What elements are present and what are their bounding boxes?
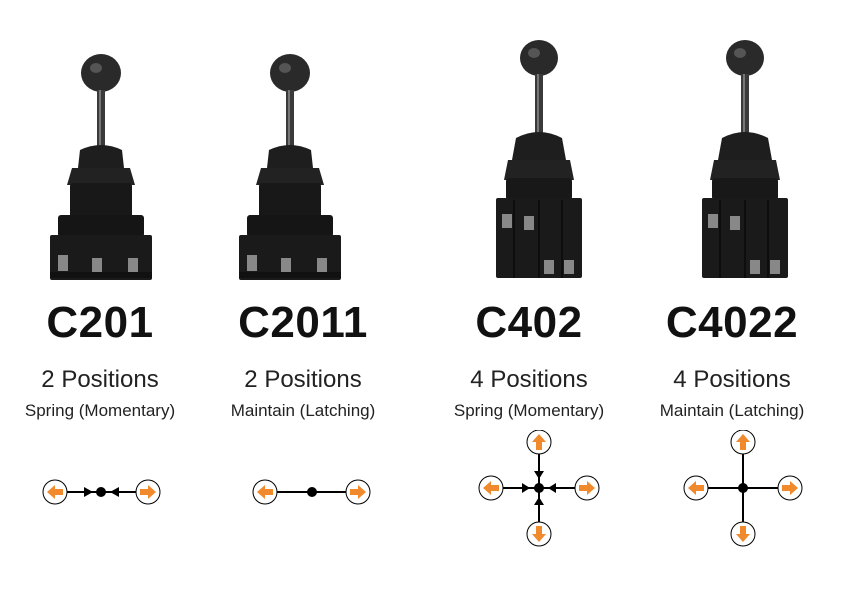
direction-diagram-2way-maintain — [252, 479, 371, 505]
positions-label: 2 Positions — [41, 366, 159, 393]
model-number: C201 — [46, 298, 154, 347]
direction-diagram-2way-spring — [42, 479, 161, 505]
joystick-switch-image — [239, 54, 341, 280]
arrow-up-icon — [730, 430, 756, 455]
positions-label: 4 Positions — [673, 366, 791, 393]
arrow-right-icon — [135, 479, 161, 505]
arrow-left-icon — [478, 475, 504, 501]
arrow-down-icon — [526, 521, 552, 547]
mode-label: Maintain (Latching) — [659, 401, 805, 420]
product-c201: C201 2 Positions Spring (Momentary) — [0, 0, 200, 595]
arrow-left-icon — [42, 479, 68, 505]
arrow-left-icon — [252, 479, 278, 505]
positions-label: 4 Positions — [470, 366, 588, 393]
arrow-left-icon — [683, 475, 709, 501]
mode-label: Spring (Momentary) — [453, 401, 605, 420]
arrow-right-icon — [574, 475, 600, 501]
arrow-down-icon — [730, 521, 756, 547]
product-c2011: C2011 2 Positions Maintain (Latching) — [203, 0, 403, 595]
arrow-right-icon — [777, 475, 803, 501]
model-number: C4022 — [665, 298, 799, 347]
model-number: C402 — [475, 298, 583, 347]
arrow-up-icon — [526, 430, 552, 455]
direction-diagram-4way-spring — [478, 430, 600, 547]
product-c4022: C4022 4 Positions Maintain (Latching) — [632, 0, 832, 595]
joystick-switch-image — [50, 54, 152, 280]
joystick-switch-image — [496, 40, 582, 278]
arrow-right-icon — [345, 479, 371, 505]
joystick-switch-image — [702, 40, 788, 278]
model-number: C2011 — [238, 298, 368, 347]
positions-label: 2 Positions — [244, 366, 362, 393]
mode-label: Spring (Momentary) — [24, 401, 176, 420]
direction-diagram-4way-maintain — [683, 430, 803, 547]
mode-label: Maintain (Latching) — [230, 401, 376, 420]
product-c402: C402 4 Positions Spring (Momentary) — [429, 0, 629, 595]
